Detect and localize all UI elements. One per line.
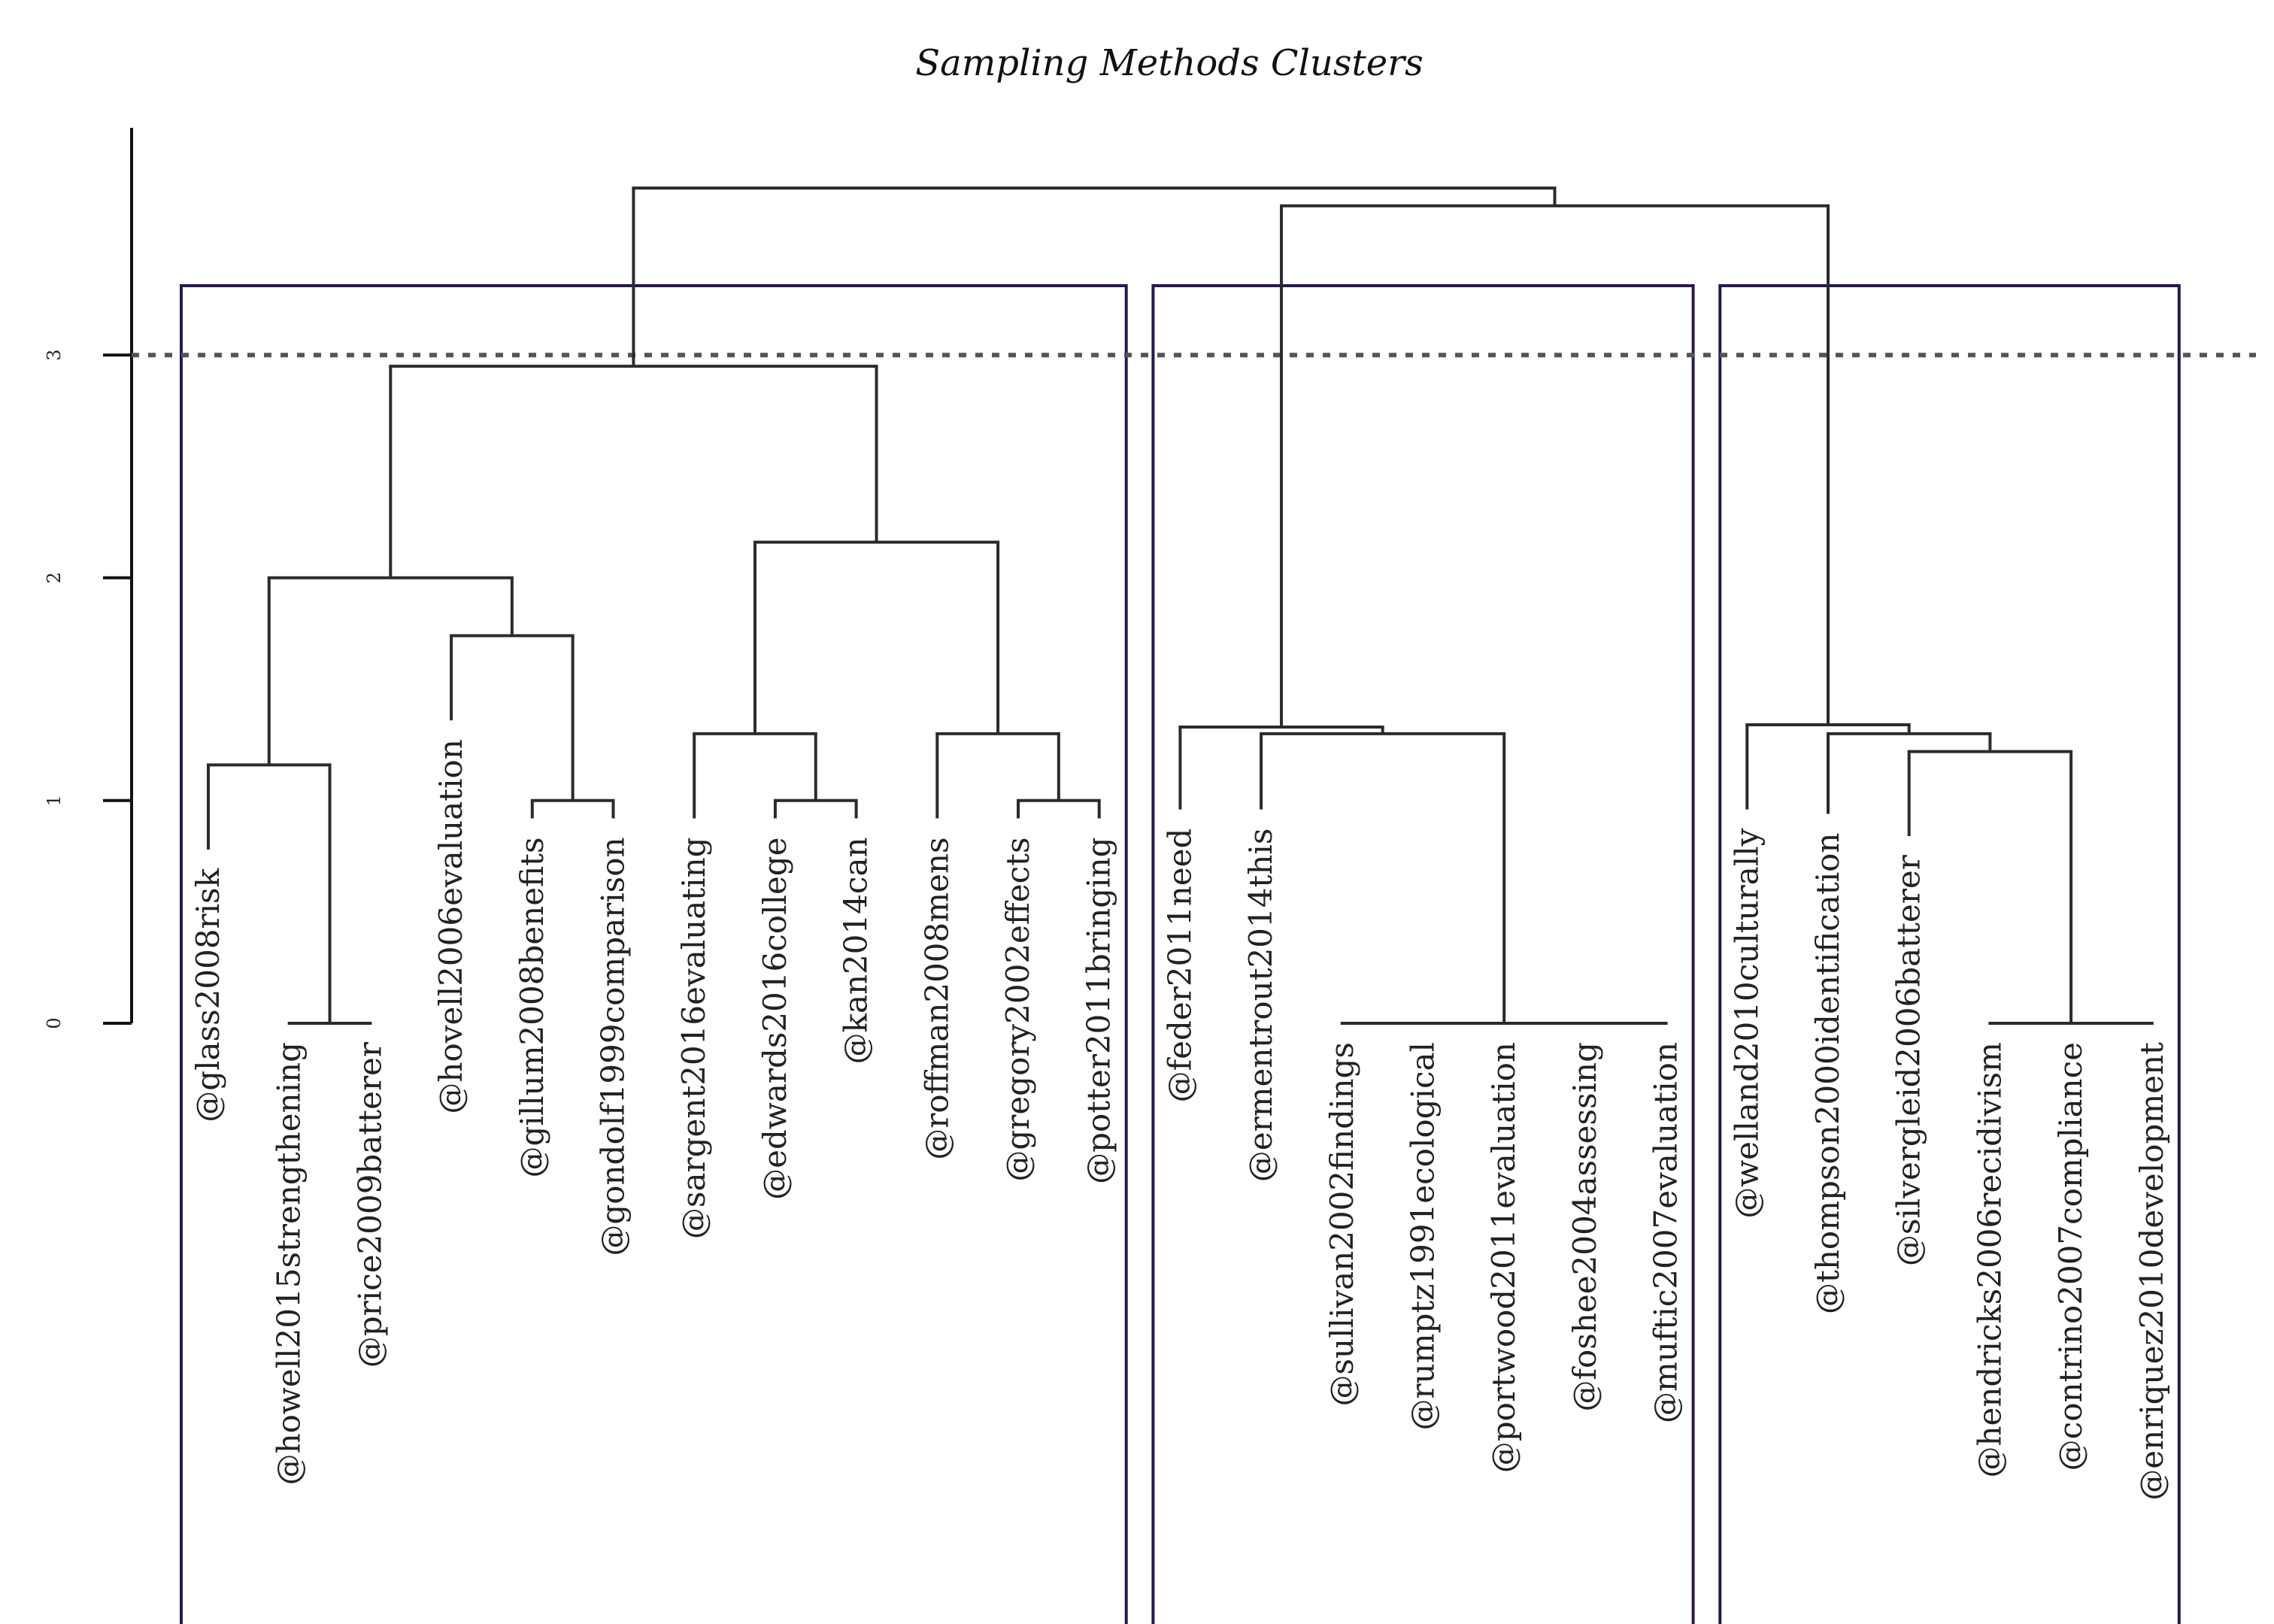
leaf-labels: @glass2008risk @howell2015strengthening @p…	[190, 739, 2170, 1501]
leaf-label: @potter2011bringing	[1081, 837, 1117, 1183]
leaf-label: @muftic2007evaluation	[1648, 1042, 1684, 1423]
leaf-label: @howell2015strengthening	[271, 1042, 308, 1485]
y-tick-label: 3	[44, 350, 65, 361]
leaf-label: @edwards2016college	[756, 837, 793, 1199]
y-tick-label: 1	[44, 795, 65, 806]
y-tick-label: 0	[44, 1017, 65, 1029]
leaf-label: @sargent2016evaluating	[675, 837, 712, 1239]
leaf-label: @welland2010culturally	[1728, 828, 1765, 1218]
leaf-label: @glass2008risk	[190, 868, 226, 1122]
cluster-boxes	[180, 284, 2181, 1624]
leaf-label: @ermentrout2014this	[1242, 829, 1279, 1183]
leaf-label: @gillum2008benefits	[514, 837, 550, 1177]
leaf-label: @gregory2002effects	[999, 837, 1036, 1181]
leaf-label: @contrino2007compliance	[2052, 1042, 2089, 1471]
leaf-label: @foshee2004assessing	[1566, 1042, 1603, 1412]
y-tick-label: 2	[44, 572, 65, 583]
leaf-label: @hendricks2006recidivism	[1971, 1042, 2008, 1478]
leaf-label: @price2009batterer	[351, 1041, 388, 1368]
leaf-label: @enriquez2010development	[2133, 1042, 2170, 1501]
leaf-label: @silvergleid2006batterer	[1890, 854, 1927, 1266]
y-axis: 0 1 2 3	[44, 128, 133, 1029]
leaf-label: @kan2014can	[838, 837, 875, 1064]
cluster-box	[1718, 284, 2181, 1624]
leaf-label: @portwood2011evaluation	[1485, 1042, 1522, 1473]
leaf-label: @feder2011need	[1161, 829, 1198, 1103]
cluster-box	[1151, 284, 1695, 1624]
cluster-box	[180, 284, 1128, 1624]
leaf-label: @sullivan2002findings	[1323, 1042, 1360, 1406]
leaf-label: @rumptz1991ecological	[1405, 1042, 1442, 1430]
leaf-label: @hovell2006evaluation	[432, 739, 469, 1113]
leaf-label: @thompson2000identification	[1809, 833, 1846, 1314]
chart-title: Sampling Methods Clusters	[915, 42, 1424, 84]
leaf-label: @roffman2008mens	[918, 837, 955, 1159]
dendrogram-tree	[207, 186, 2154, 1025]
leaf-label: @gondolf1999comparison	[595, 837, 632, 1256]
